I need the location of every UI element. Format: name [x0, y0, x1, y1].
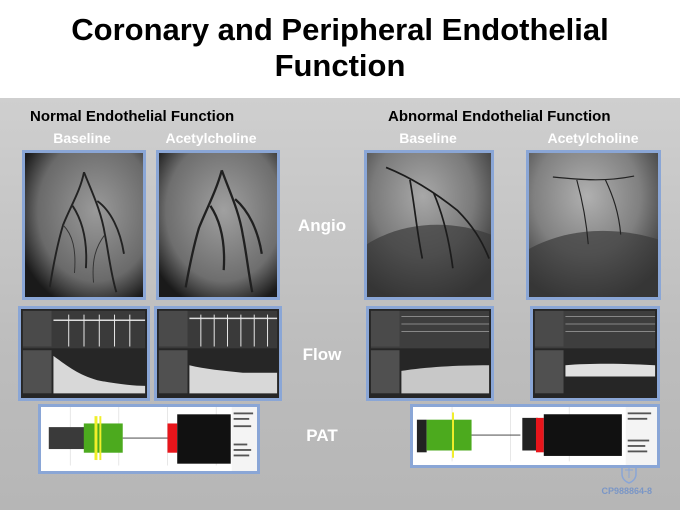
flow-row-label: Flow	[302, 345, 342, 364]
institution-logo-icon	[621, 465, 637, 484]
pat-row-label: PAT	[306, 426, 338, 445]
flow-abnormal-acetylcholine	[530, 306, 660, 401]
abnormal-heading: Abnormal Endothelial Function	[388, 108, 611, 125]
title-line-2: Function	[274, 48, 406, 83]
flow-normal-baseline	[18, 306, 150, 401]
angiogram-abnormal-baseline	[364, 150, 494, 300]
flow-normal-acetylcholine	[154, 306, 282, 401]
abnormal-acetylcholine-label: Acetylcholine	[547, 130, 639, 146]
normal-baseline-label: Baseline	[53, 130, 111, 146]
slide-title: Coronary and Peripheral Endothelial Func…	[0, 12, 680, 84]
abnormal-baseline-label: Baseline	[399, 130, 457, 146]
title-line-1: Coronary and Peripheral Endothelial	[71, 12, 609, 47]
angiogram-normal-baseline	[22, 150, 146, 300]
pat-tracing-abnormal	[410, 404, 660, 468]
normal-heading: Normal Endothelial Function	[30, 108, 235, 125]
normal-acetylcholine-label: Acetylcholine	[165, 130, 257, 146]
angiogram-abnormal-acetylcholine	[526, 150, 661, 300]
pat-tracing-normal	[38, 404, 260, 474]
angio-row-label: Angio	[297, 216, 347, 235]
flow-abnormal-baseline	[366, 306, 494, 401]
document-code: CP988864-8	[601, 486, 652, 496]
angiogram-normal-acetylcholine	[156, 150, 280, 300]
